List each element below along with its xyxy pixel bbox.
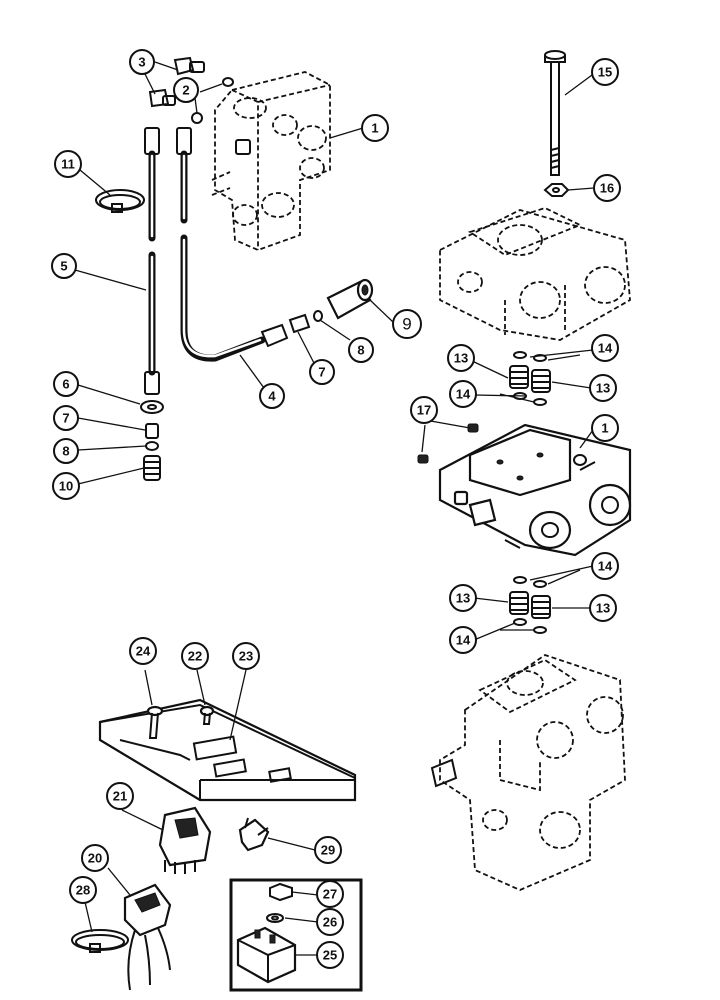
spring-seal-set-upper — [509, 351, 551, 406]
callout-22: 22 — [181, 642, 209, 670]
callout-21: 21 — [106, 782, 134, 810]
screws-22-24 — [146, 705, 215, 739]
callout-10: 10 — [52, 472, 80, 500]
callout-label: 28 — [76, 883, 90, 898]
hose-clamp-11 — [95, 189, 145, 213]
callout-4: 4 — [259, 383, 285, 409]
callout-17: 17 — [410, 396, 438, 424]
callout-label: 11 — [61, 157, 75, 172]
callout-1a: 1 — [361, 114, 389, 142]
callout-16: 16 — [593, 174, 621, 202]
callout-2: 2 — [173, 77, 199, 103]
callout-24: 24 — [129, 637, 157, 665]
callout-23: 23 — [232, 642, 260, 670]
spring-seal-set-lower — [509, 576, 551, 634]
callout-label: 20 — [88, 851, 102, 866]
hose-4 — [176, 127, 289, 362]
callout-label: 17 — [417, 403, 431, 418]
callout-label: 21 — [113, 789, 127, 804]
callout-label: 15 — [598, 65, 612, 80]
callout-label: 1 — [371, 121, 378, 136]
callout-13d: 13 — [589, 594, 617, 622]
callout-7a: 7 — [53, 405, 79, 431]
hose-5 — [144, 127, 160, 395]
callout-label: 7 — [62, 411, 69, 426]
callout-label: 9 — [402, 315, 411, 334]
callout-label: 22 — [188, 649, 202, 664]
callout-13a: 13 — [447, 344, 475, 372]
callout-28: 28 — [69, 876, 97, 904]
callout-label: 14 — [598, 341, 613, 356]
callout-label: 26 — [323, 915, 337, 930]
callout-label: 8 — [62, 444, 69, 459]
nut-16 — [543, 183, 570, 197]
callout-label: 27 — [323, 887, 337, 902]
callout-5: 5 — [51, 253, 77, 279]
callout-label: 24 — [136, 644, 151, 659]
adapter-fittings-left — [140, 400, 164, 481]
callout-label: 2 — [182, 83, 189, 98]
valve-assembly-phantom-top — [211, 71, 331, 251]
callout-9: 9 — [392, 309, 422, 339]
adapter-fittings-right — [288, 278, 374, 334]
callout-label: 16 — [600, 181, 614, 196]
callout-13c: 13 — [449, 584, 477, 612]
callout-11: 11 — [54, 150, 82, 178]
callout-label: 13 — [596, 601, 610, 616]
callout-27: 27 — [316, 880, 344, 908]
callout-label: 14 — [598, 559, 613, 574]
bolt-15 — [544, 50, 566, 176]
callout-label: 14 — [456, 387, 471, 402]
callout-label: 14 — [456, 633, 471, 648]
callout-25: 25 — [316, 941, 344, 969]
callout-1b: 1 — [591, 414, 619, 442]
callout-6: 6 — [53, 371, 79, 397]
wire-clamp-28 — [71, 929, 129, 953]
mounting-plate-23 — [98, 698, 357, 802]
callout-26: 26 — [316, 908, 344, 936]
callout-14b: 14 — [449, 380, 477, 408]
callout-label: 29 — [321, 843, 335, 858]
leader-lines — [74, 61, 595, 956]
valve-assembly-phantom-lower — [430, 654, 626, 891]
callout-label: 5 — [60, 259, 67, 274]
callout-label: 7 — [318, 365, 325, 380]
callout-label: 25 — [323, 948, 337, 963]
connector-20 — [123, 883, 172, 991]
callout-8b: 8 — [348, 337, 374, 363]
callout-14d: 14 — [449, 626, 477, 654]
callout-label: 8 — [357, 343, 364, 358]
valve-section-phantom-upper — [439, 207, 631, 341]
callout-14c: 14 — [591, 552, 619, 580]
callout-label: 1 — [601, 421, 608, 436]
callout-label: 13 — [596, 381, 610, 396]
callout-29: 29 — [314, 836, 342, 864]
callout-label: 10 — [59, 479, 73, 494]
callout-14a: 14 — [591, 334, 619, 362]
callout-label: 3 — [138, 55, 145, 70]
clip-29 — [238, 817, 270, 852]
callout-13b: 13 — [589, 374, 617, 402]
switch-21 — [158, 806, 212, 874]
callout-3: 3 — [129, 49, 155, 75]
callout-label: 6 — [62, 377, 69, 392]
callout-7b: 7 — [309, 359, 335, 385]
callout-label: 13 — [454, 351, 468, 366]
callout-20: 20 — [81, 844, 109, 872]
callout-label: 23 — [239, 649, 253, 664]
callout-label: 4 — [268, 389, 276, 404]
valve-section-1 — [438, 423, 632, 557]
callout-label: 13 — [456, 591, 470, 606]
callout-15: 15 — [591, 58, 619, 86]
callout-8a: 8 — [53, 438, 79, 464]
